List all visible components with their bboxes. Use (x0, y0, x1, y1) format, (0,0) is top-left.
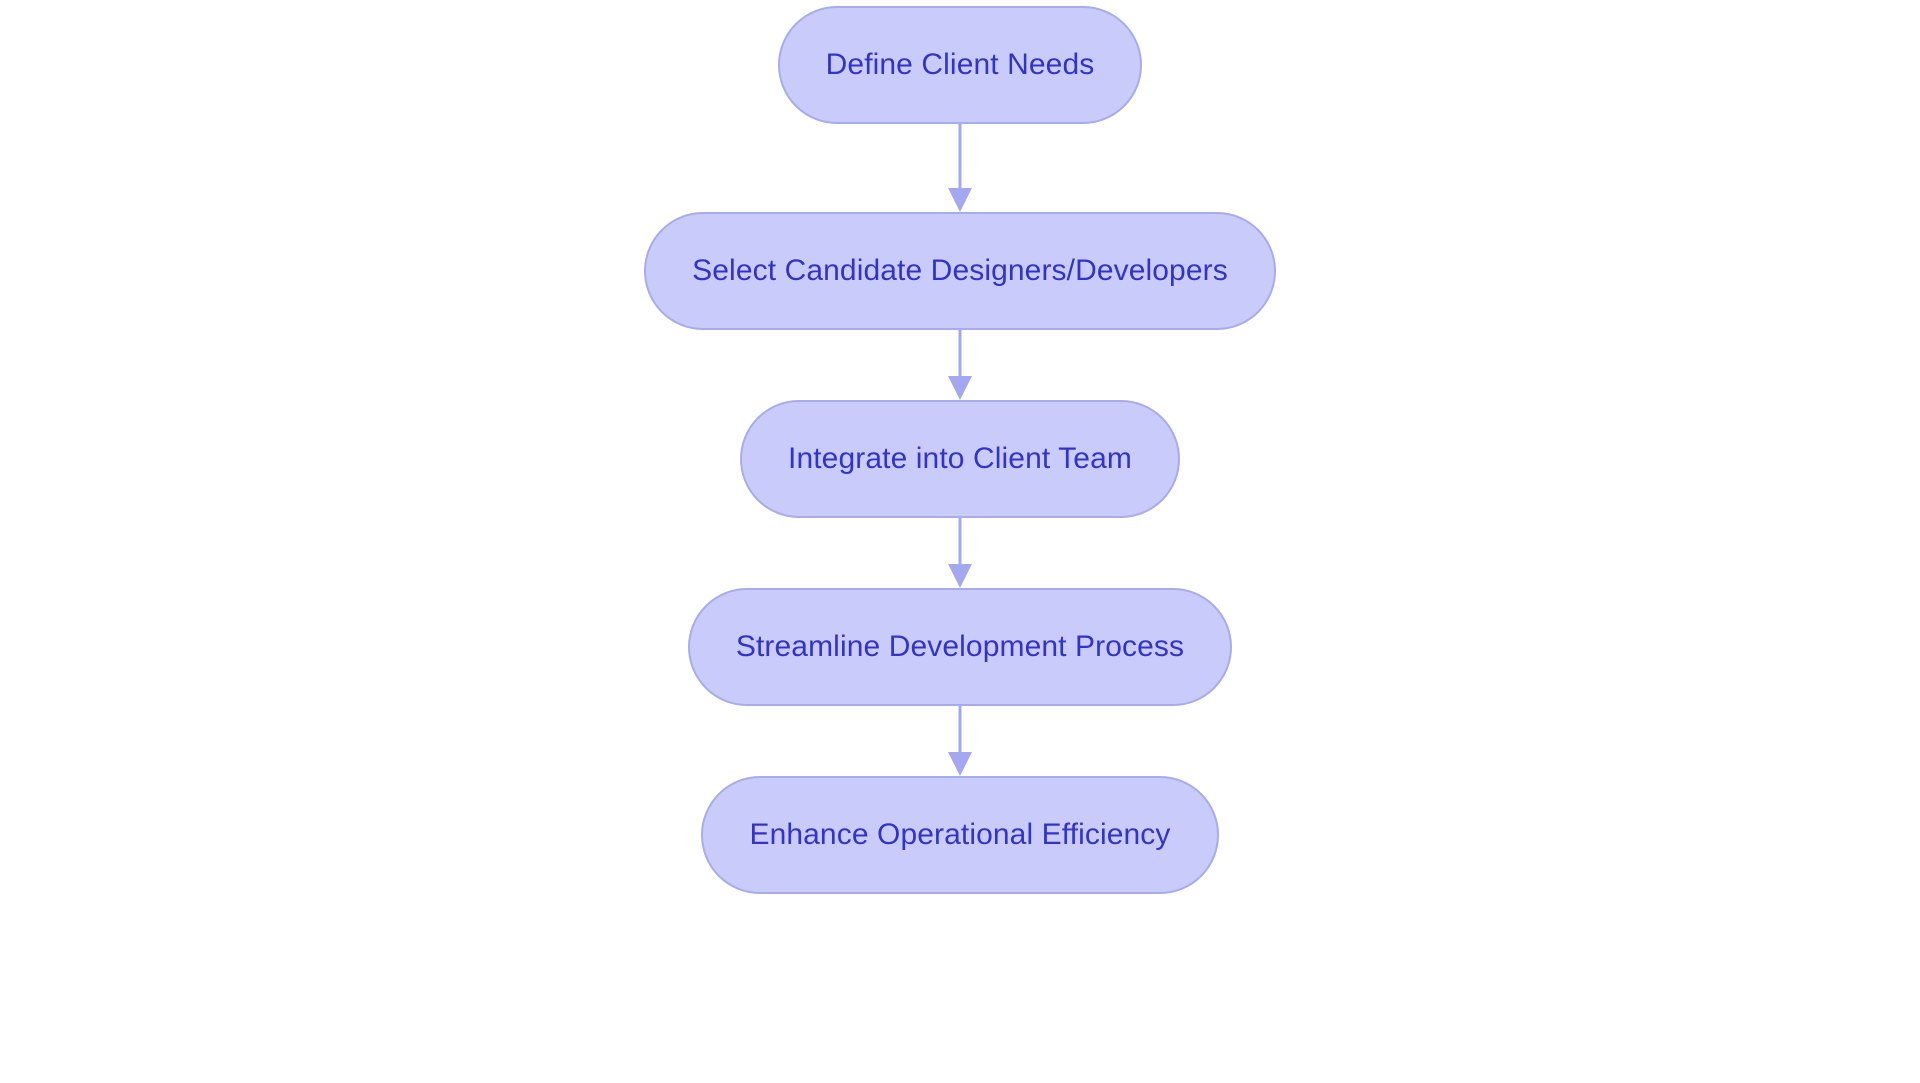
flow-node-label: Define Client Needs (825, 48, 1095, 81)
flow-node-define-client-needs[interactable]: Define Client Needs (777, 6, 1143, 124)
flow-arrow-n4-to-n5 (940, 706, 980, 776)
flow-node-label: Select Candidate Designers/Developers (692, 254, 1228, 287)
flow-node-streamline-development-process[interactable]: Streamline Development Process (687, 588, 1233, 706)
flow-node-label: Enhance Operational Efficiency (749, 818, 1171, 851)
flow-node-select-candidate-designers-developers[interactable]: Select Candidate Designers/Developers (644, 212, 1276, 330)
flow-node-enhance-operational-efficiency[interactable]: Enhance Operational Efficiency (701, 776, 1219, 894)
flow-node-label: Integrate into Client Team (788, 442, 1132, 475)
flow-arrow-n1-to-n2 (940, 124, 980, 212)
flow-node-label: Streamline Development Process (735, 630, 1185, 663)
flow-arrow-n2-to-n3 (940, 330, 980, 400)
flow-node-integrate-into-client-team[interactable]: Integrate into Client Team (740, 400, 1180, 518)
flow-arrow-n3-to-n4 (940, 518, 980, 588)
